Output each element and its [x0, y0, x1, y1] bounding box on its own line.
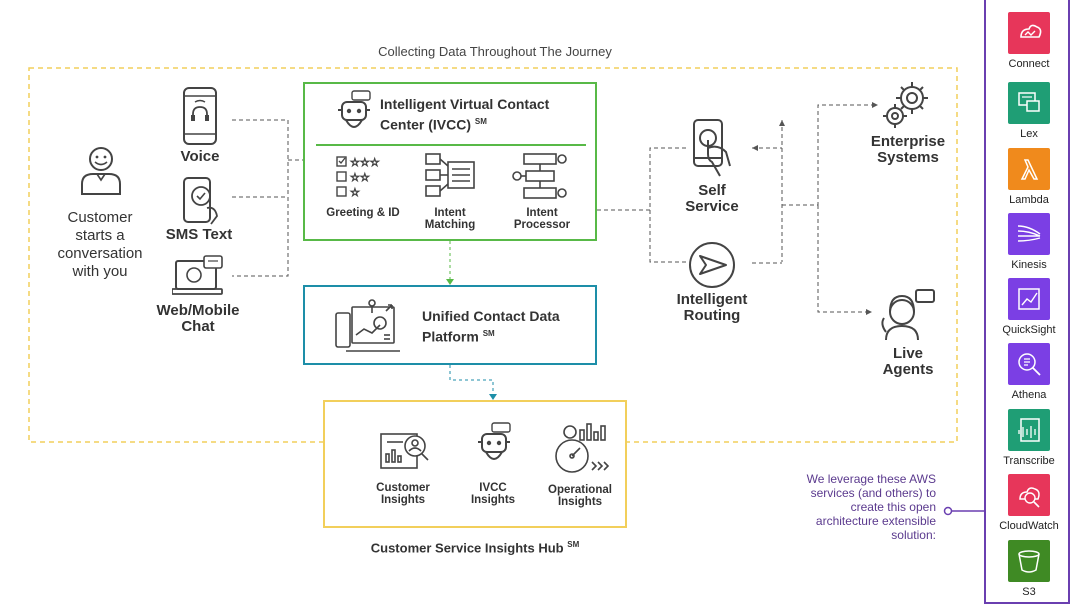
intent-processor-icon	[512, 153, 567, 199]
aws-service-cloudwatch: CloudWatch	[988, 474, 1070, 532]
svg-text:☆: ☆	[350, 186, 360, 199]
ivcc-step-greeting: Greeting & ID	[326, 207, 400, 219]
lex-icon	[1008, 82, 1050, 124]
channel-sms-label: SMS Text	[165, 226, 233, 243]
ucdp-title: Unified Contact Data Platform SM	[422, 308, 560, 345]
aws-service-lambda: Lambda	[988, 148, 1070, 206]
cloudwatch-icon	[1008, 474, 1050, 516]
aws-service-quicksight: QuickSight	[988, 278, 1070, 336]
channel-connectors	[232, 119, 303, 277]
self-service-icon	[693, 119, 731, 177]
aws-service-lex: Lex	[988, 82, 1070, 140]
ivcc-divider	[316, 144, 586, 146]
aws-service-transcribe: Transcribe	[988, 409, 1070, 467]
connect-icon	[1008, 12, 1050, 54]
transcribe-icon	[1008, 409, 1050, 451]
aws-service-s3: S3	[988, 540, 1070, 598]
rating-icon: ☆☆☆ ☆☆ ☆	[336, 156, 380, 199]
athena-icon	[1008, 343, 1050, 385]
live-agents-label: Live Agents	[882, 345, 934, 378]
phone-headset-icon	[183, 87, 217, 145]
intelligent-routing-icon	[689, 242, 735, 288]
customer-text: Customer starts a conversation with you	[57, 209, 143, 280]
svg-text:☆☆☆: ☆☆☆	[350, 156, 380, 169]
svg-text:☆☆: ☆☆	[350, 171, 370, 184]
hub-item-customer-insights: Customer Insights	[376, 482, 430, 507]
aws-services-panel: Connect Lex Lambda Kinesis QuickSight At…	[984, 0, 1070, 604]
ivcc-title: Intelligent Virtual Contact Center (IVCC…	[380, 96, 550, 133]
journey-label: Collecting Data Throughout The Journey	[378, 44, 612, 59]
ivcc-robot-icon	[478, 422, 511, 460]
self-service-label: Self Service	[685, 182, 739, 215]
sms-phone-icon	[183, 177, 218, 225]
data-platform-icon	[335, 299, 400, 352]
aws-service-connect: Connect	[988, 12, 1070, 70]
leverage-text: We leverage these AWS services (and othe…	[806, 472, 936, 542]
channel-web-label: Web/Mobile Chat	[156, 302, 240, 335]
aws-service-athena: Athena	[988, 343, 1070, 401]
web-chat-icon	[172, 255, 223, 295]
hub-box	[323, 400, 627, 528]
lambda-icon	[1008, 148, 1050, 190]
hub-item-operational-insights: Operational Insights	[548, 484, 612, 509]
channel-voice-label: Voice	[180, 148, 220, 165]
hub-item-ivcc-insights: IVCC Insights	[470, 482, 516, 507]
ivcc-step-intent-processor: Intent Processor	[513, 207, 571, 232]
robot-icon	[338, 90, 371, 128]
ivcc-step-intent-matching: Intent Matching	[424, 207, 476, 232]
intelligent-routing-label: Intelligent Routing	[676, 291, 748, 324]
aws-service-kinesis: Kinesis	[988, 213, 1070, 271]
gears-icon	[883, 82, 928, 128]
routing-connectors	[597, 104, 878, 313]
enterprise-systems-label: Enterprise Systems	[870, 133, 946, 166]
customer-insights-icon	[380, 433, 429, 469]
hub-title: Customer Service Insights Hub SM	[370, 540, 580, 556]
kinesis-icon	[1008, 213, 1050, 255]
quicksight-icon	[1008, 278, 1050, 320]
s3-icon	[1008, 540, 1050, 582]
customer-icon	[81, 147, 121, 195]
ucdp-to-hub-arrow	[449, 365, 494, 398]
intent-matching-icon	[425, 153, 475, 197]
live-agent-icon	[881, 289, 935, 341]
operational-insights-icon	[555, 423, 610, 473]
